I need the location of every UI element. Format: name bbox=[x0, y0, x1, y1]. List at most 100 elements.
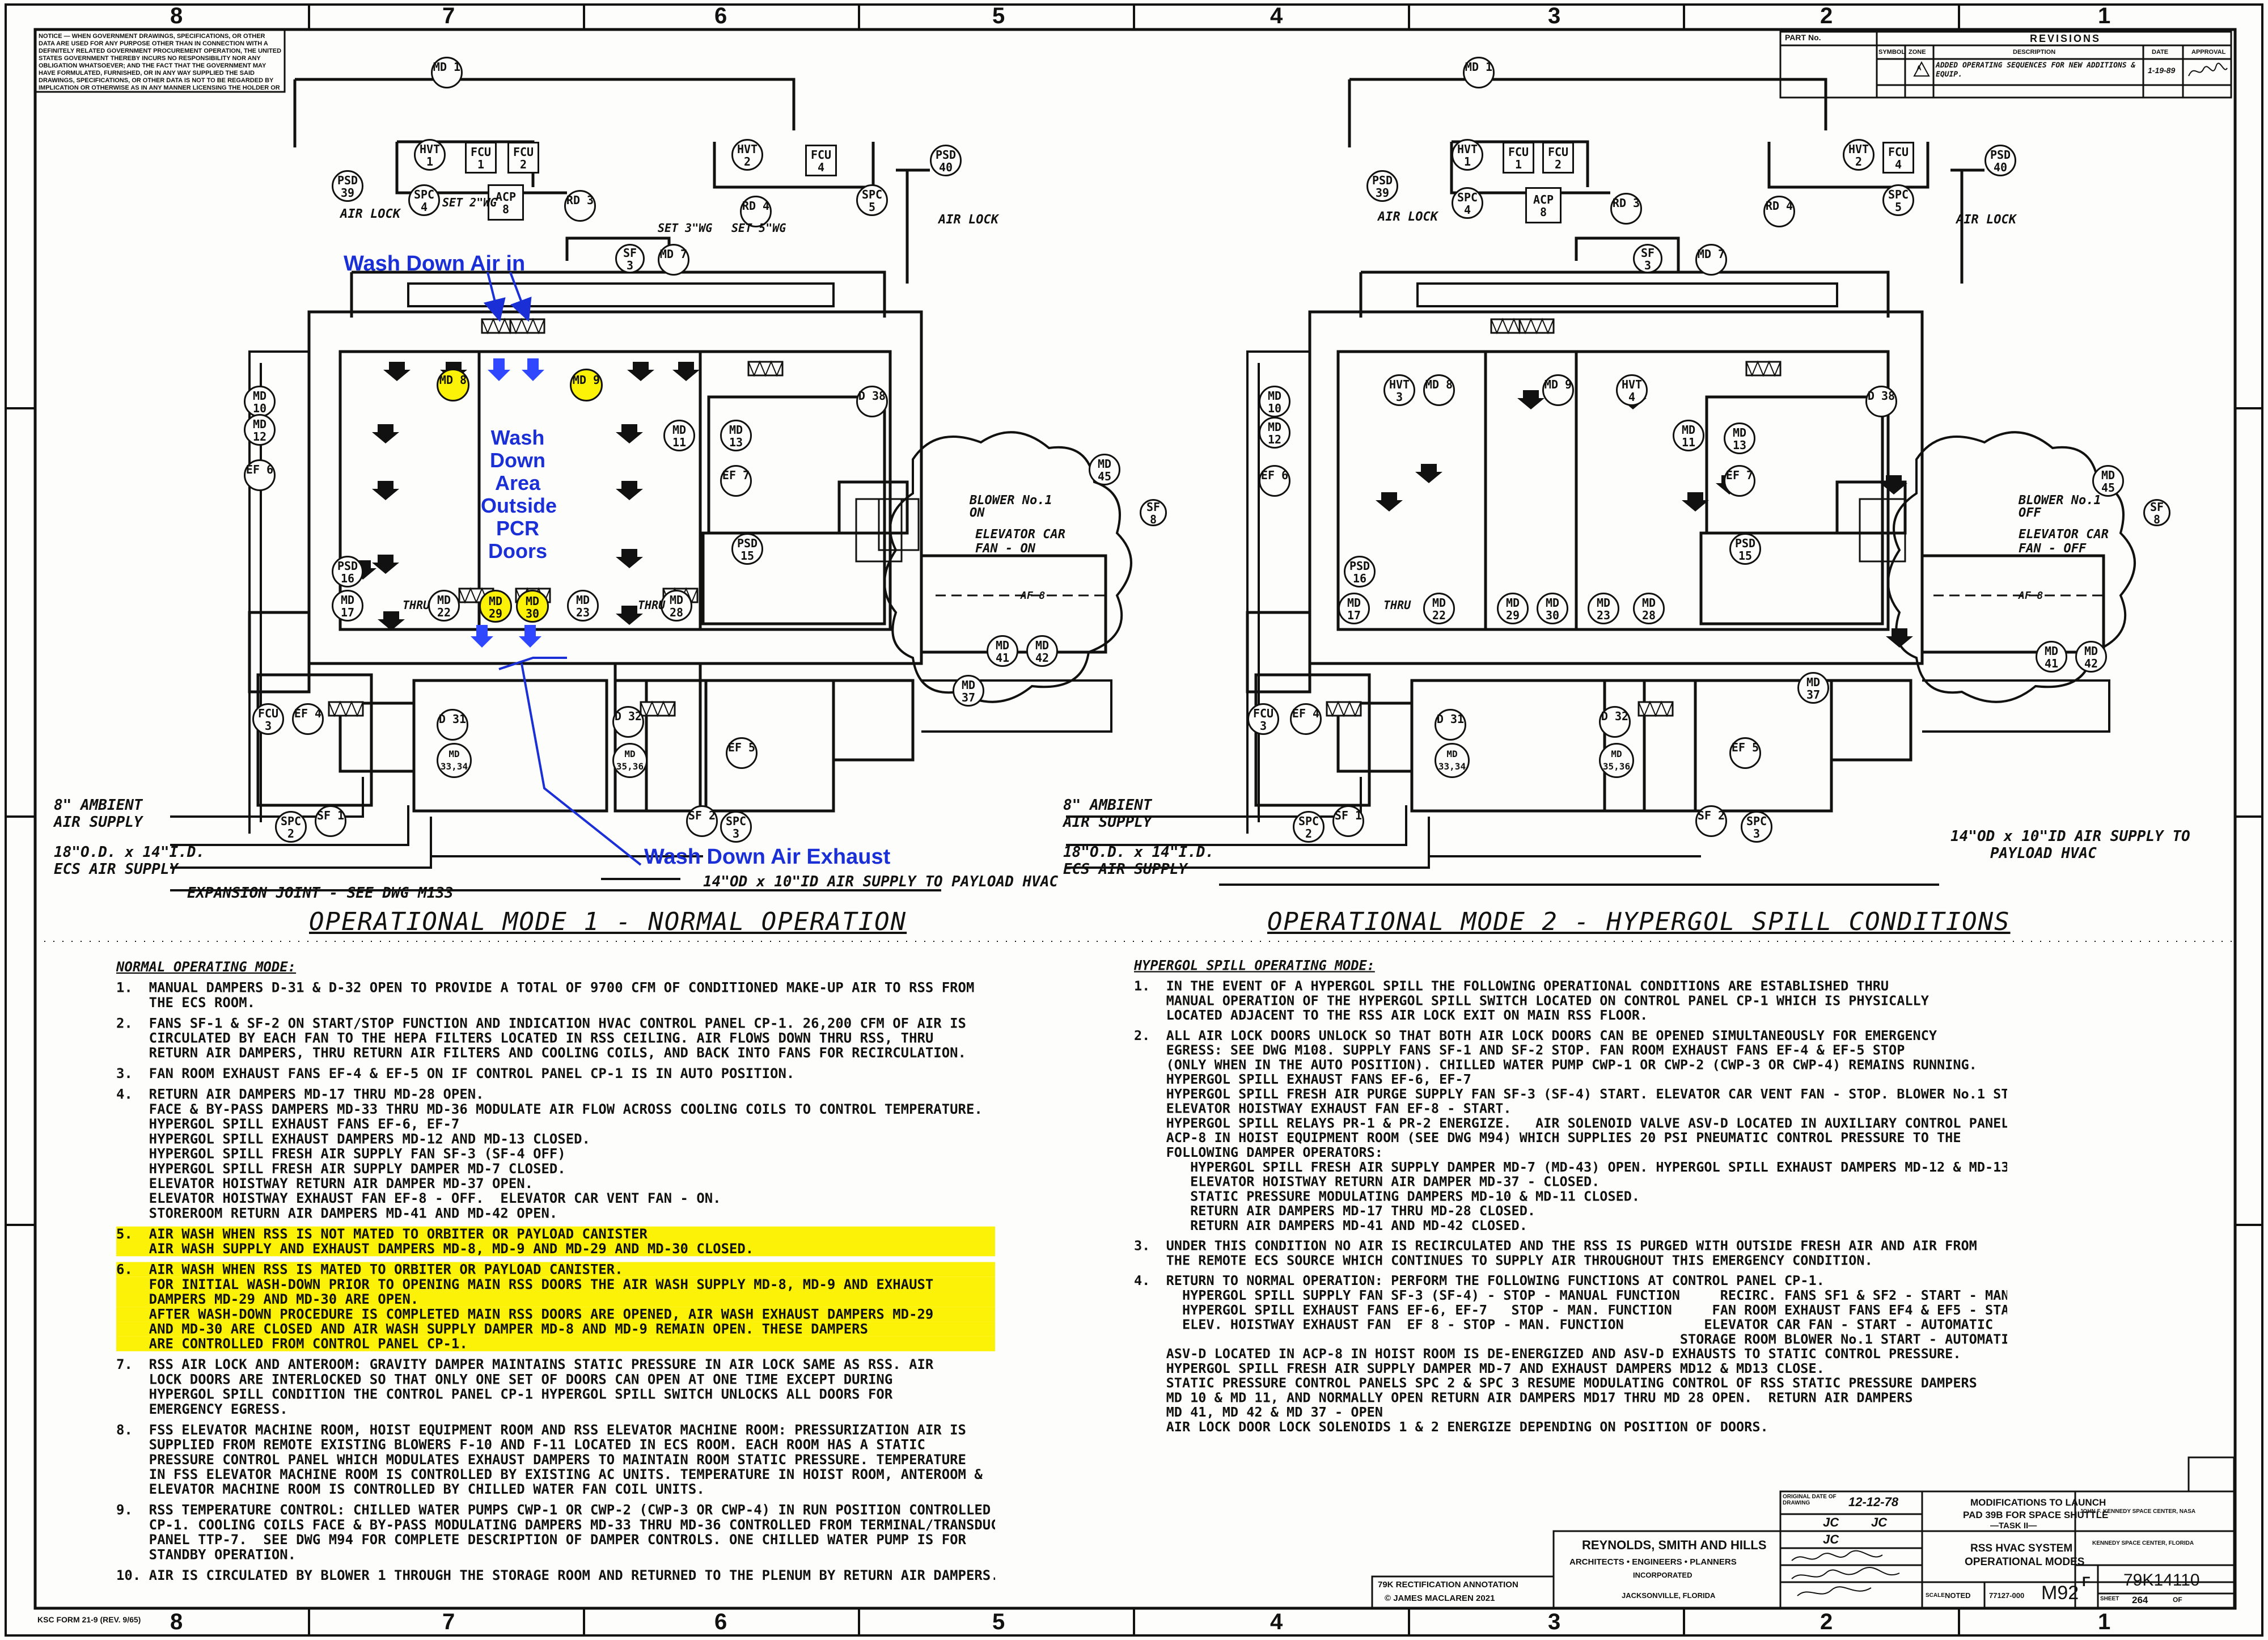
tag-fcu-1: FCU 1 bbox=[465, 142, 497, 174]
note-line: MD 10 & MD 11, AND NORMALLY OPEN RETURN … bbox=[1134, 1389, 1913, 1405]
zone-top-6: 6 bbox=[714, 3, 727, 28]
tag-ef-5: EF 5 bbox=[726, 737, 758, 769]
note-line: 2. FANS SF-1 & SF-2 ON START/STOP FUNCTI… bbox=[116, 1015, 966, 1031]
r-tag-ef-4: EF 4 bbox=[1290, 703, 1322, 735]
revision-triangle-icon bbox=[1913, 61, 1930, 77]
note-line: ACP-8 IN HOIST EQUIPMENT ROOM (SEE DWG M… bbox=[1134, 1130, 1961, 1146]
r-tag-md-28: MD 28 bbox=[1633, 593, 1665, 624]
tag-sf-3: SF 3 bbox=[615, 244, 645, 273]
tag-ef-7: EF 7 bbox=[720, 465, 752, 497]
note-line: STANDBY OPERATION. bbox=[116, 1546, 297, 1563]
wash-down-area-label: Wash Down Area Outside PCR Doors bbox=[481, 426, 557, 563]
note-line: 1. MANUAL DAMPERS D-31 & D-32 OPEN TO PR… bbox=[116, 979, 975, 996]
system-line-2: OPERATIONAL MODES bbox=[1965, 1556, 2085, 1568]
left-af8: AF 8 bbox=[1021, 590, 1046, 602]
tag-md-17: MD 17 bbox=[332, 590, 363, 622]
wash-down-area-line-1: Wash bbox=[490, 426, 545, 449]
note-line: EGRESS: SEE DWG M108. SUPPLY FANS SF-1 A… bbox=[1134, 1042, 1905, 1058]
left-ambient-2: AIR SUPPLY bbox=[54, 814, 143, 831]
tag-d-32: D 32 bbox=[612, 706, 644, 738]
project-line-3: —TASK II— bbox=[1990, 1521, 2037, 1531]
right-ecs-1: 18"O.D. x 14"I.D. bbox=[1063, 844, 1215, 861]
agency-line-1: JOHN F. KENNEDY SPACE CENTER, NASA bbox=[2080, 1508, 2196, 1515]
left-ambient-1: 8" AMBIENT bbox=[54, 797, 143, 814]
r-tag-hvt-3: HVT 3 bbox=[1383, 374, 1415, 406]
note-line: ELEVATOR HOISTWAY RETURN AIR DAMPER MD-3… bbox=[116, 1175, 534, 1191]
note-line: EMERGENCY EGRESS. bbox=[116, 1401, 288, 1417]
tag-psd-40: PSD 40 bbox=[930, 145, 962, 176]
system-line-1: RSS HVAC SYSTEM bbox=[1970, 1542, 2073, 1554]
tag-md-22: MD 22 bbox=[428, 590, 460, 622]
tag-md-11: MD 11 bbox=[663, 420, 695, 451]
zone-bottom-1: 1 bbox=[2098, 1609, 2111, 1634]
note-line: 8. FSS ELEVATOR MACHINE ROOM, HOIST EQUI… bbox=[116, 1422, 966, 1438]
corner-notice: NOTICE — WHEN GOVERNMENT DRAWINGS, SPECI… bbox=[39, 33, 281, 90]
rev-col-approval: APPROVAL bbox=[2191, 49, 2226, 56]
original-date-label: ORIGINAL DATE OF DRAWING bbox=[1783, 1494, 1837, 1506]
r-tag-md-8: MD 8 bbox=[1423, 374, 1455, 406]
note-line: ELEVATOR HOISTWAY EXHAUST FAN EF-8 - STA… bbox=[1134, 1100, 1512, 1117]
title-block-grid bbox=[1371, 1456, 2235, 1609]
revisions-title: REVISIONS bbox=[2030, 33, 2101, 44]
wash-down-area-line-5: PCR bbox=[496, 517, 539, 540]
note-line: SUPPLIED FROM REMOTE EXISTING BLOWERS F-… bbox=[116, 1436, 925, 1453]
right-ecs-2: ECS AIR SUPPLY bbox=[1063, 861, 1188, 878]
note-line: 3. FAN ROOM EXHAUST FANS EF-4 & EF-5 ON … bbox=[116, 1065, 795, 1081]
notes-right-heading: HYPERGOL SPILL OPERATING MODE: bbox=[1134, 958, 1375, 974]
right-air-lock-label: AIR LOCK bbox=[1378, 210, 1438, 224]
initials-3: JC bbox=[1823, 1532, 1839, 1546]
note-line: PANEL TTP-7. SEE DWG M94 FOR COMPLETE DE… bbox=[116, 1531, 966, 1548]
note-line: 4. RETURN TO NORMAL OPERATION: PERFORM T… bbox=[1134, 1273, 1825, 1288]
r-tag-md-37: MD 37 bbox=[1797, 672, 1829, 704]
note-line: HYPERGOL SPILL EXHAUST FANS EF-6, EF-7 bbox=[1134, 1071, 1471, 1087]
note-line: CP-1. COOLING COILS FACE & BY-PASS MODUL… bbox=[116, 1516, 995, 1533]
note-line: CIRCULATED BY EACH FAN TO THE HEPA FILTE… bbox=[116, 1030, 934, 1046]
r-tag-md-13: MD 13 bbox=[1724, 422, 1755, 454]
tag-md-33-34: MD 33,34 bbox=[437, 743, 472, 778]
note-line: HYPERGOL SPILL FRESH AIR PURGE SUPPLY FA… bbox=[1134, 1086, 2007, 1102]
left-payload-supply: 14"OD x 10"ID AIR SUPPLY TO PAYLOAD HVAC bbox=[703, 873, 1059, 890]
tag-md-12: MD 12 bbox=[244, 414, 276, 446]
tag-d-38: D 38 bbox=[856, 386, 888, 417]
r-tag-md-41: MD 41 bbox=[2036, 641, 2067, 673]
zone-bottom-6: 6 bbox=[714, 1609, 727, 1634]
right-air-lock-label-2: AIR LOCK bbox=[1956, 213, 2016, 227]
r-tag-psd-15: PSD 15 bbox=[1729, 533, 1761, 565]
tag-md-23: MD 23 bbox=[567, 590, 599, 622]
notes-left-lines: 1. MANUAL DAMPERS D-31 & D-32 OPEN TO PR… bbox=[116, 979, 995, 1583]
tag-psd-39: PSD 39 bbox=[332, 170, 363, 202]
left-air-lock-label-2: AIR LOCK bbox=[938, 213, 998, 227]
right-elevator-2: FAN - OFF bbox=[2019, 542, 2087, 556]
zone-bottom-3: 3 bbox=[1548, 1609, 1561, 1634]
r-tag-ef-6: EF 6 bbox=[1259, 465, 1290, 497]
zone-top-4: 4 bbox=[1270, 3, 1283, 28]
tag-acp-8: ACP 8 bbox=[488, 184, 524, 221]
note-line: FACE & BY-PASS DAMPERS MD-33 THRU MD-36 … bbox=[116, 1101, 983, 1117]
zone-bottom-2: 2 bbox=[1820, 1609, 1833, 1634]
r-tag-d-32: D 32 bbox=[1599, 706, 1631, 738]
tag-fcu-4: FCU 4 bbox=[805, 145, 837, 176]
initials-1: JC bbox=[1823, 1515, 1839, 1529]
rev-col-date: DATE bbox=[2152, 49, 2169, 56]
note-line: ASV-D LOCATED IN ACP-8 IN HOIST ROOM IS … bbox=[1134, 1346, 1961, 1362]
tag-d-31: D 31 bbox=[437, 709, 468, 741]
tag-md-7: MD 7 bbox=[658, 244, 689, 276]
r-tag-md-9: MD 9 bbox=[1542, 374, 1574, 406]
annotation-credit-2: © JAMES MACLAREN 2021 bbox=[1385, 1593, 1495, 1603]
r-tag-rd-4: RD 4 bbox=[1763, 196, 1795, 227]
tag-psd-16: PSD 16 bbox=[332, 556, 363, 587]
r-tag-spc-3: SPC 3 bbox=[1741, 811, 1772, 843]
r-tag-md-42: MD 42 bbox=[2075, 641, 2107, 673]
left-cloud bbox=[883, 431, 1132, 703]
zone-top-5: 5 bbox=[992, 3, 1005, 28]
right-payload-2: PAYLOAD HVAC bbox=[1990, 845, 2097, 862]
note-line: 3. UNDER THIS CONDITION NO AIR IS RECIRC… bbox=[1134, 1237, 1977, 1254]
r-tag-md-10: MD 10 bbox=[1259, 386, 1290, 417]
note-line: 2. ALL AIR LOCK DOORS UNLOCK SO THAT BOT… bbox=[1134, 1028, 1937, 1043]
tag-spc-2: SPC 2 bbox=[275, 811, 307, 843]
r-tag-fcu-1: FCU 1 bbox=[1503, 142, 1534, 174]
sheet-number: 264 bbox=[2132, 1595, 2148, 1605]
note-line: FOR INITIAL WASH-DOWN PRIOR TO OPENING M… bbox=[116, 1277, 995, 1292]
left-thru-2: THRU bbox=[638, 598, 666, 612]
notes-left-panel: NORMAL OPERATING MODE: 1. MANUAL DAMPERS… bbox=[116, 960, 995, 1612]
